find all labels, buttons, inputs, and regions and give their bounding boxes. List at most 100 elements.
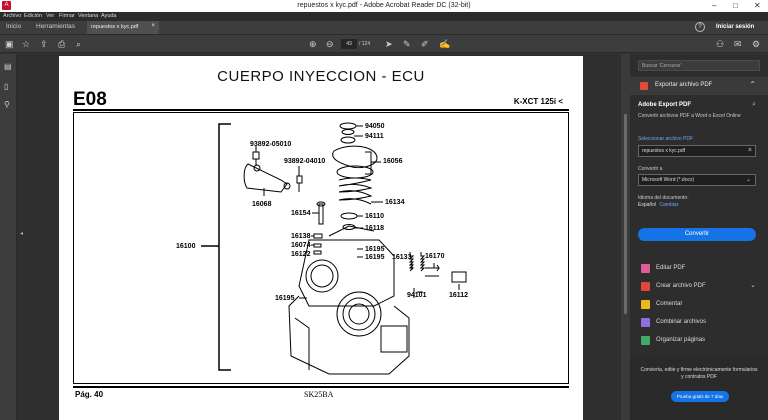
tool-edit-pdf[interactable]: Editar PDF (638, 262, 760, 276)
part-label: 16170 (425, 253, 445, 260)
title-bar: A repuestos x kyc.pdf - Adobe Acrobat Re… (0, 0, 768, 12)
menu-ventana[interactable]: Ventana (78, 13, 99, 19)
menu-ver[interactable]: Ver (46, 13, 55, 19)
attachments-icon[interactable]: ⚲ (4, 100, 10, 109)
comment-icon (641, 300, 650, 309)
previous-page-icon[interactable]: ⊕ (309, 39, 317, 49)
selected-file-field[interactable]: repuestos x kyc.pdf × (638, 145, 756, 157)
tool-combine-files[interactable]: Combinar archivos (638, 316, 760, 330)
menu-archivo[interactable]: Archivo (3, 13, 22, 19)
tools-search-input[interactable]: Buscar 'Censurar' (638, 60, 760, 71)
organize-pages-icon (641, 336, 650, 345)
tool-label: Crear archivo PDF (656, 283, 706, 289)
pages-thumbnail-icon[interactable]: ▤ (4, 62, 12, 71)
share-user-icon[interactable]: ⚇ (716, 39, 725, 49)
menu-bar: Archivo Edición Ver Firmar Ventana Ayuda (0, 12, 768, 21)
menu-firmar[interactable]: Firmar (59, 13, 75, 19)
maximize-icon[interactable]: □ (733, 1, 738, 10)
export-pdf-header[interactable]: Exportar archivo PDF ⌃ (630, 77, 768, 95)
tab-herramientas[interactable]: Herramientas (36, 23, 76, 30)
next-page-icon[interactable]: ⊖ (326, 39, 334, 49)
tool-label: Comentar (656, 301, 683, 307)
promo-text: Convierta, edite y firme electrónicament… (640, 367, 758, 380)
tool-comment[interactable]: Comentar (638, 298, 760, 312)
part-label: 16154 (291, 210, 311, 217)
section-code: E08 (73, 89, 107, 110)
print-icon[interactable]: ⎙ (58, 39, 66, 49)
page-number-input[interactable]: 43 (341, 39, 357, 49)
convert-to-value: Microsoft Word (*.docx) (642, 177, 695, 183)
part-label: 93892-04010 (284, 158, 326, 165)
select-cursor-icon[interactable]: ➤ (385, 39, 393, 49)
upload-icon[interactable]: ⇪ (40, 39, 48, 49)
part-label: 94111 (365, 133, 384, 140)
tools-icon[interactable]: ⚙ (752, 39, 761, 49)
chevron-up-icon[interactable]: ⌃ (749, 80, 756, 89)
tool-organize-pages[interactable]: Organizar páginas (638, 334, 760, 348)
part-label: 16134 (385, 199, 405, 206)
vertical-scrollbar[interactable] (621, 54, 630, 420)
tab-inicio[interactable]: Inicio (6, 23, 22, 30)
adobe-export-title: Adobe Export PDF (638, 102, 692, 108)
part-label: 16138 (291, 233, 311, 240)
convert-to-label: Convertir a (638, 166, 663, 172)
part-label: 16068 (252, 201, 272, 208)
highlight-icon[interactable]: ✐ (421, 39, 429, 49)
close-icon[interactable]: ✕ (754, 1, 761, 10)
convert-button[interactable]: Convertir (638, 228, 756, 241)
minimize-icon[interactable]: – (712, 1, 717, 10)
part-label: 16112 (449, 292, 469, 299)
tab-document[interactable]: repuestos x kyc.pdf × (87, 21, 159, 34)
scrollbar-thumb[interactable] (624, 114, 627, 314)
doc-language: Español Cambiar (638, 202, 678, 208)
change-language-link[interactable]: Cambiar (659, 202, 679, 208)
pen-icon[interactable]: ✎ (403, 39, 411, 49)
mail-icon[interactable]: ✉ (734, 39, 742, 49)
export-pdf-label: Exportar archivo PDF (655, 82, 713, 88)
bookmarks-icon[interactable]: ▯ (4, 82, 9, 91)
tool-label: Editar PDF (656, 265, 686, 271)
page-title: CUERPO INYECCION - ECU (217, 68, 425, 85)
tab-document-label: repuestos x kyc.pdf (91, 24, 139, 30)
info-icon[interactable]: ⌕ (752, 101, 756, 108)
edit-pdf-icon (641, 264, 650, 273)
tool-create-pdf[interactable]: Crear archivo PDF ⌄ (638, 280, 760, 294)
convert-to-select[interactable]: Microsoft Word (*.docx) ⌄ (638, 174, 756, 186)
part-label: 16074 (291, 242, 311, 249)
menu-ayuda[interactable]: Ayuda (101, 13, 117, 19)
pdf-page: CUERPO INYECCION - ECU E08 K-XCT 125i < (59, 56, 583, 420)
bookmark-add-icon[interactable]: ☆ (22, 39, 31, 49)
part-label: 94101 (407, 292, 427, 299)
tab-bar: Inicio Herramientas repuestos x kyc.pdf … (0, 21, 768, 34)
acrobat-icon: A (2, 1, 11, 10)
page-total: / 124 (359, 41, 371, 47)
right-tools-panel: Buscar 'Censurar' Exportar archivo PDF ⌃… (630, 54, 768, 420)
remove-file-icon[interactable]: × (747, 147, 752, 154)
collapse-left-icon[interactable]: ◂ (20, 231, 24, 237)
page-footer-code: SK25BA (304, 390, 334, 399)
chevron-down-icon: ⌄ (745, 177, 751, 183)
part-label: 16118 (365, 225, 385, 232)
model-label: K-XCT 125i < (513, 97, 563, 106)
document-viewport[interactable]: ◂ CUERPO INYECCION - ECU E08 K-XCT 125i … (17, 54, 630, 420)
part-label: 16056 (383, 158, 403, 165)
save-icon[interactable]: ▣ (5, 39, 14, 49)
chevron-down-icon[interactable]: ⌄ (750, 282, 756, 289)
divider-line (73, 109, 569, 111)
help-icon[interactable]: ? (695, 22, 705, 32)
sign-icon[interactable]: ✍ (439, 39, 451, 49)
search-icon[interactable]: ⌕ (76, 39, 82, 49)
part-label: 16195 (365, 246, 385, 253)
part-label: 16122 (291, 251, 311, 258)
menu-edicion[interactable]: Edición (24, 13, 43, 19)
part-label: 16100 (176, 243, 196, 250)
page-footer-number: Pág. 40 (75, 390, 104, 399)
signin-link[interactable]: Iniciar sesión (716, 24, 755, 30)
select-pdf-label[interactable]: Seleccionar archivo PDF (638, 136, 694, 142)
close-tab-icon[interactable]: × (151, 23, 155, 29)
adobe-export-description: Convertir archivos PDF a Word o Excel On… (638, 113, 741, 119)
part-label: 16195 (275, 295, 295, 302)
export-pdf-icon (640, 82, 648, 90)
free-trial-button[interactable]: Prueba gratis de 7 días (671, 391, 729, 402)
part-label: 16133 (392, 254, 412, 261)
